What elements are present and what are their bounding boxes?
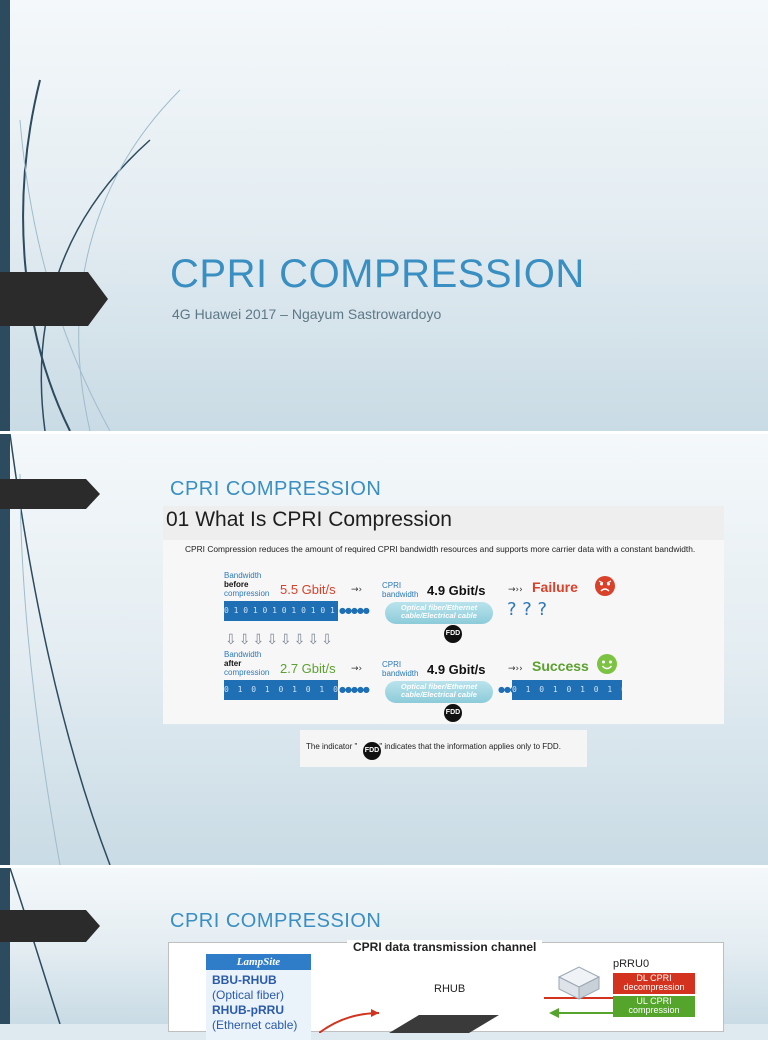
cpri-channel-figure: CPRI data transmission channel LampSite … — [168, 940, 724, 1040]
bitstream-after: 0 1 0 1 0 1 0 1 0 — [224, 680, 338, 700]
arrow-icon: →› — [351, 585, 363, 595]
dl-cpri-tag: DL CPRI decompression — [613, 973, 695, 994]
slide-marker-tab — [0, 910, 108, 964]
decorative-swoosh — [19, 79, 181, 431]
before-cpri-label-2: bandwidth — [382, 590, 419, 599]
slide-separator — [0, 431, 768, 434]
question-marks: ? ? ? — [507, 599, 548, 620]
before-cpri-label-1: CPRI — [382, 581, 402, 590]
angry-face-icon — [595, 576, 615, 596]
before-cpri-rate: 4.9 Gbit/s — [427, 583, 486, 598]
slide-left-bar — [0, 0, 10, 431]
prru-label: pRRU0 — [613, 958, 650, 970]
figure-description: CPRI Compression reduces the amount of r… — [185, 544, 696, 554]
cable-label-after: Optical fiber/Ethernet cable/Electrical … — [385, 681, 493, 703]
bitstream-output: 0 1 0 1 0 1 0 1 0 — [512, 680, 622, 700]
bitstream-before: 0 1 0 1 0 1 0 1 0 1 0 1 0 1 0 1 0 1 — [224, 601, 338, 621]
slide-left-bar — [0, 868, 10, 1024]
presentation-title: CPRI COMPRESSION — [170, 252, 585, 296]
arrow-icon: →›› — [508, 585, 523, 595]
arrow-icon: →› — [351, 664, 363, 674]
before-label-3: compression — [224, 589, 270, 598]
after-rate: 2.7 Gbit/s — [280, 661, 336, 676]
fdd-badge-icon: FDD — [444, 704, 462, 722]
smiley-face-icon — [597, 654, 617, 674]
presentation-subtitle: 4G Huawei 2017 – Ngayum Sastrowardoyo — [172, 306, 442, 322]
before-label-2: before — [224, 580, 249, 589]
title-slide[interactable]: CPRI COMPRESSION 4G Huawei 2017 – Ngayum… — [0, 0, 768, 431]
note-suffix: " indicates that the information applies… — [379, 742, 561, 751]
dots-icon: ●●●● — [498, 685, 523, 694]
figure-header: 01 What Is CPRI Compression — [166, 508, 452, 531]
slide-marker-tab — [0, 479, 108, 533]
fdd-note: The indicator " " indicates that the info… — [300, 730, 587, 767]
after-cpri-label-1: CPRI — [382, 660, 402, 669]
prru-device-icon — [557, 966, 601, 1000]
slide-heading: CPRI COMPRESSION — [170, 910, 382, 932]
down-arrows-icon: ⇩⇩⇩⇩⇩⇩⇩⇩ — [225, 632, 335, 648]
after-label-1: Bandwidth — [224, 650, 262, 659]
slide-heading: CPRI COMPRESSION — [170, 478, 382, 500]
after-cpri-rate: 4.9 Gbit/s — [427, 662, 486, 677]
note-prefix: The indicator " — [306, 742, 358, 751]
success-status: Success — [532, 658, 589, 674]
dots-icon: ●●●●● — [339, 685, 370, 694]
rhub-label: RHUB — [434, 983, 466, 995]
arrow-icon: →›› — [508, 664, 523, 674]
after-cpri-label-2: bandwidth — [382, 669, 419, 678]
lampsite-line-1: BBU-RHUB — [212, 973, 277, 987]
after-label-3: compression — [224, 668, 270, 677]
fdd-note-text: The indicator " " indicates that the info… — [306, 742, 561, 751]
failure-status: Failure — [532, 579, 578, 595]
after-label-2: after — [224, 659, 242, 668]
before-rate: 5.5 Gbit/s — [280, 582, 336, 597]
before-label-1: Bandwidth — [224, 571, 262, 580]
slide-separator — [0, 865, 768, 868]
dots-icon: ●●●●● — [339, 606, 370, 615]
lampsite-line-3: RHUB-pRRU — [212, 1003, 284, 1017]
lampsite-line-4: (Ethernet cable) — [212, 1018, 298, 1032]
slide-marker-tab — [0, 272, 108, 326]
fdd-badge-icon: FDD — [444, 625, 462, 643]
lampsite-label: LampSite — [206, 954, 311, 970]
lampsite-line-2: (Optical fiber) — [212, 988, 285, 1002]
cpri-compression-figure: 01 What Is CPRI Compression CPRI Compres… — [163, 506, 724, 724]
slide-left-bar — [0, 434, 10, 865]
figure-header-bar: 01 What Is CPRI Compression — [163, 506, 724, 540]
ul-cpri-tag: UL CPRI compression — [613, 996, 695, 1017]
fdd-badge-icon: FDD — [363, 742, 381, 760]
figure-title: CPRI data transmission channel — [347, 940, 543, 954]
cable-label-before: Optical fiber/Ethernet cable/Electrical … — [385, 602, 493, 624]
